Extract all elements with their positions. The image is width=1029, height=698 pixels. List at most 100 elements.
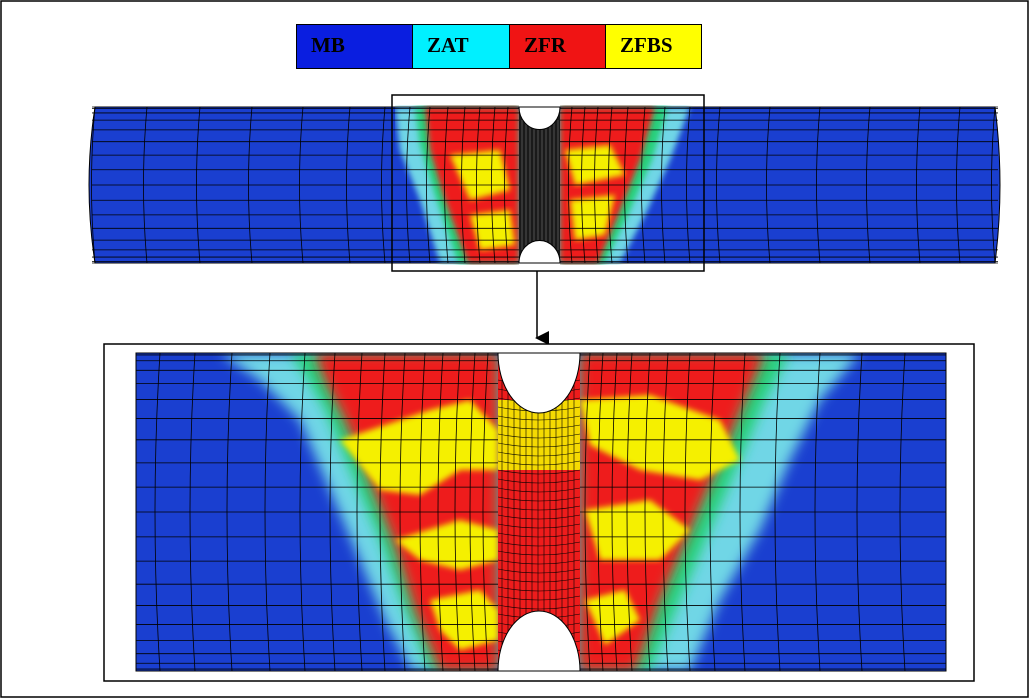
mesh-line — [399, 352, 406, 672]
legend-swatch-zfbs: ZFBS — [605, 24, 702, 69]
mesh-line — [956, 106, 961, 264]
legend-label-zat: ZAT — [427, 33, 469, 57]
mesh-line — [91, 106, 96, 264]
mesh-line — [568, 106, 573, 264]
legend-label-mb: MB — [311, 33, 345, 57]
notch-mesh-line — [497, 604, 581, 610]
notch-mesh-line — [497, 469, 581, 475]
mesh-line — [814, 352, 821, 672]
mesh-line — [686, 106, 691, 264]
mesh-line — [899, 352, 906, 672]
mesh-line — [766, 106, 771, 264]
notch-mesh-line — [497, 541, 581, 547]
mesh-line — [774, 352, 781, 672]
top-notch-cutout-upper — [518, 106, 561, 131]
mesh-line — [504, 106, 509, 264]
mesh-line — [379, 352, 386, 672]
mesh-line — [406, 106, 411, 264]
mesh-line — [644, 352, 651, 672]
notch-mesh-line — [497, 496, 581, 502]
mesh-line — [608, 106, 613, 264]
notch-mesh-line — [497, 415, 581, 421]
mesh-line — [491, 106, 496, 264]
mesh-line — [594, 106, 599, 264]
mesh-line — [856, 352, 863, 672]
legend-swatch-zfr: ZFR — [509, 24, 606, 69]
mesh-line — [143, 106, 148, 264]
mesh-line — [597, 352, 604, 672]
mesh-line — [581, 106, 586, 264]
top-specimen — [88, 94, 1001, 272]
zoom-selection-box — [391, 94, 705, 272]
notch-mesh-line — [497, 460, 581, 466]
mesh-line — [461, 106, 466, 264]
mesh-line — [264, 352, 271, 672]
mesh-line — [299, 352, 306, 672]
notch-mesh-line — [497, 577, 581, 583]
notch-mesh-line — [497, 595, 581, 601]
mesh-line — [329, 352, 336, 672]
mesh-line — [437, 352, 444, 672]
mesh-line — [991, 106, 996, 264]
mesh-line — [626, 352, 633, 672]
notch-mesh-line — [497, 424, 581, 430]
mesh-line — [866, 106, 871, 264]
notch-mesh-line — [497, 532, 581, 538]
mesh-line — [299, 106, 304, 264]
top-notch-cutout-lower — [518, 239, 561, 264]
mesh-line — [584, 352, 591, 672]
mesh-line — [482, 352, 489, 672]
mesh-line — [444, 106, 449, 264]
legend-label-zfr: ZFR — [524, 33, 566, 57]
notch-mesh-line — [497, 514, 581, 520]
top-specimen-mesh — [91, 106, 998, 264]
notch-mesh-line — [497, 523, 581, 529]
mesh-line — [469, 352, 476, 672]
zoomed-specimen-mesh — [136, 352, 946, 672]
mesh-line — [816, 106, 821, 264]
mesh-line — [196, 106, 201, 264]
mesh-line — [476, 106, 481, 264]
notch-mesh-line — [497, 487, 581, 493]
mesh-line — [154, 352, 161, 672]
mesh-line — [684, 352, 691, 672]
mesh-line — [611, 352, 618, 672]
legend-label-zfbs: ZFBS — [620, 33, 673, 57]
mesh-line — [381, 106, 386, 264]
notch-mesh-line — [497, 568, 581, 574]
zoomed-notch-mesh — [497, 379, 581, 655]
mesh-line — [226, 352, 233, 672]
top-notch-mesh — [521, 120, 559, 250]
mesh-line — [189, 352, 196, 672]
mesh-line — [709, 352, 716, 672]
notch-mesh-line — [497, 505, 581, 511]
mesh-line — [661, 106, 666, 264]
zoomed-specimen — [103, 343, 975, 682]
mesh-line — [454, 352, 461, 672]
notch-mesh-line — [497, 550, 581, 556]
mesh-line — [346, 106, 351, 264]
mesh-line — [248, 106, 253, 264]
mesh-line — [426, 106, 431, 264]
mesh-line — [641, 106, 646, 264]
legend-swatch-zat: ZAT — [412, 24, 510, 69]
mesh-line — [356, 352, 363, 672]
mesh-line — [662, 352, 669, 672]
mesh-line — [916, 106, 921, 264]
notch-mesh-line — [497, 451, 581, 457]
notch-mesh-line — [497, 478, 581, 484]
zoomed-specimen-outline — [135, 352, 947, 672]
zoomed-notch-yellow-band — [498, 400, 580, 470]
legend-swatch-mb: MB — [296, 24, 413, 69]
mesh-line — [739, 352, 746, 672]
mesh-line — [624, 106, 629, 264]
mesh-line — [716, 106, 721, 264]
notch-mesh-line — [497, 433, 581, 439]
notch-mesh-line — [497, 559, 581, 565]
mesh-line — [419, 352, 426, 672]
zoomed-notch-cutout-upper — [497, 352, 581, 414]
zoomed-notch-cutout-lower — [497, 610, 581, 672]
notch-mesh-line — [497, 442, 581, 448]
notch-mesh-line — [497, 586, 581, 592]
